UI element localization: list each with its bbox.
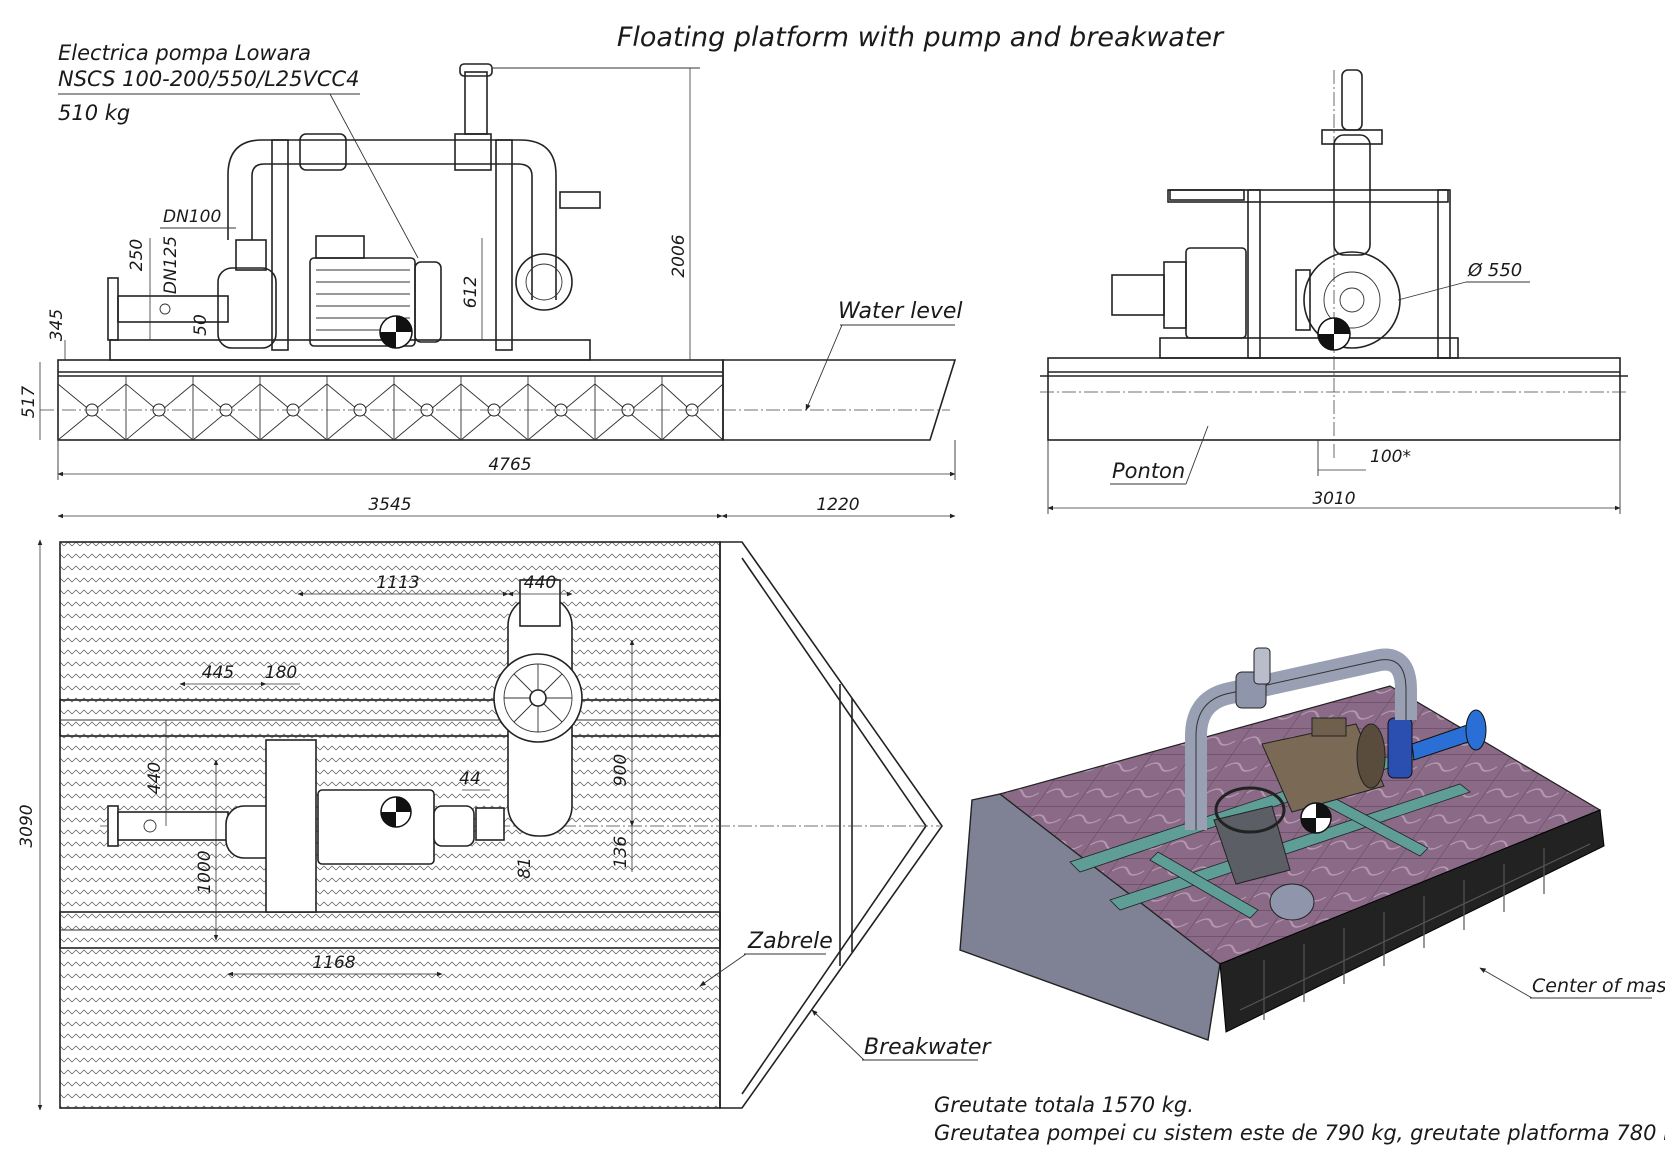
dim-4765: 4765 <box>488 455 531 475</box>
iso-breakwater <box>959 793 1221 1041</box>
isometric-view: Center of mass <box>959 647 1665 1041</box>
dim-900: 900 <box>611 754 631 786</box>
note-total-weight: Greutate totala 1570 kg. <box>934 1093 1194 1117</box>
side-center-of-mass <box>379 315 413 349</box>
breakwater-label: Breakwater <box>864 1035 993 1060</box>
dim-550: Ø 550 <box>1467 260 1522 281</box>
dim-44: 44 <box>459 769 481 789</box>
side-breakwater <box>722 359 957 441</box>
dim-1220: 1220 <box>816 495 859 515</box>
note-breakdown: Greutatea pompei cu sistem este de 790 k… <box>934 1121 1665 1145</box>
front-pump-volute <box>1303 251 1401 349</box>
dim-3090: 3090 <box>17 804 37 847</box>
dim-517: 517 <box>19 386 39 419</box>
dim-2006: 2006 <box>669 234 689 277</box>
drawing-title: Floating platform with pump and breakwat… <box>617 22 1225 53</box>
dim-250: 250 <box>127 239 147 271</box>
center-of-mass-label: Center of mass <box>1532 975 1665 997</box>
dim-3010: 3010 <box>1312 489 1355 509</box>
dim-1000: 1000 <box>195 850 215 893</box>
dim-50: 50 <box>191 314 211 336</box>
iso-center-of-mass <box>1300 802 1332 834</box>
top-breakwater <box>719 541 943 1109</box>
dim-445: 445 <box>202 663 234 683</box>
pump-label-line1: Electrica pompa Lowara <box>58 41 311 65</box>
dim-1168: 1168 <box>312 953 355 973</box>
top-center-of-mass <box>380 796 412 828</box>
zabrele-label: Zabrele <box>747 929 833 954</box>
dim-dn100: DN100 <box>163 207 221 227</box>
dim-1113: 1113 <box>376 573 419 593</box>
dim-612: 612 <box>461 276 481 308</box>
front-center-of-mass <box>1317 317 1351 351</box>
water-level-label: Water level <box>838 299 963 324</box>
pump-weight: 510 kg <box>58 101 130 125</box>
dim-81: 81 <box>515 857 535 879</box>
dim-136: 136 <box>611 836 631 869</box>
ponton-label: Ponton <box>1112 459 1185 483</box>
dim-345: 345 <box>47 309 67 341</box>
top-view: 3545 1220 3090 <box>17 495 993 1111</box>
dim-440-top: 440 <box>524 573 556 593</box>
pump-label-line2: NSCS 100-200/550/L25VCC4 <box>58 67 360 91</box>
side-view: Electrica pompa Lowara NSCS 100-200/550/… <box>19 41 963 480</box>
dim-dn125: DN125 <box>161 236 181 294</box>
dim-3545: 3545 <box>368 495 411 515</box>
dim-100: 100* <box>1370 447 1411 467</box>
side-pipe <box>227 139 557 300</box>
dim-440-left: 440 <box>145 762 165 794</box>
dim-180: 180 <box>265 663 297 683</box>
front-view: Ø 550 Ponton 100* 3010 <box>1040 69 1628 514</box>
